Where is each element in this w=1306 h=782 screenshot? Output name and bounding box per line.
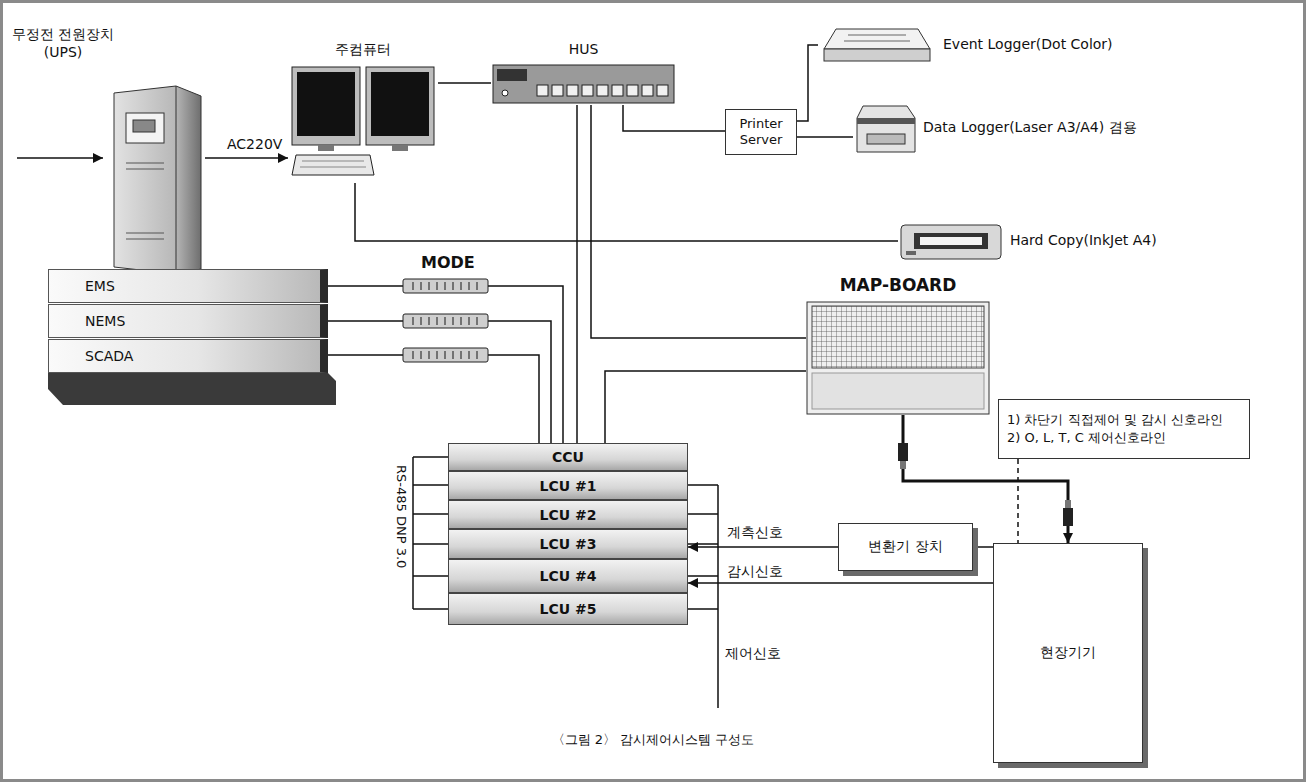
node-label: LCU #4 xyxy=(540,568,597,584)
diagram-node: MAP-BOARD xyxy=(806,275,990,415)
diagram-node: LCU #2 xyxy=(448,500,688,529)
connector-line xyxy=(605,371,806,443)
diagram-node: 현장기기 xyxy=(993,543,1143,763)
connector-line xyxy=(328,286,563,443)
diagram-node: 1) 차단기 직접제어 및 감시 신호라인2) O, L, T, C 제어신호라… xyxy=(998,399,1250,459)
edge-label: 계측신호 xyxy=(725,524,785,542)
diagram-node: HUS xyxy=(491,41,676,105)
diagram-node: 주컴퓨터 xyxy=(288,41,438,183)
connector-line xyxy=(688,546,838,548)
node-label: 2) O, L, T, C 제어신호라인 xyxy=(1007,429,1241,447)
diagram-node: Data Logger(Laser A3/A4) 겸용 xyxy=(853,99,1193,159)
node-label: Data Logger(Laser A3/A4) 겸용 xyxy=(923,119,1137,137)
edge-label: 감시신호 xyxy=(725,563,785,581)
node-label: CCU xyxy=(552,449,584,465)
diagram-node: NEMS xyxy=(48,304,328,338)
node-label: 무정전 전원장치 (UPS) xyxy=(5,25,121,61)
diagram-node: LCU #3 xyxy=(448,529,688,559)
mimic-board xyxy=(806,301,990,415)
node-label: NEMS xyxy=(85,313,125,329)
connector-line xyxy=(1017,459,1019,543)
diagram-node: Printer Server xyxy=(725,109,797,155)
connector-line xyxy=(797,136,853,138)
node-label: SCADA xyxy=(85,348,133,364)
connector-line xyxy=(797,45,818,121)
diagram-node: EMS xyxy=(48,269,328,303)
diagram-node: LCU #1 xyxy=(448,471,688,500)
node-label: LCU #5 xyxy=(540,601,597,617)
node-label: Hard Copy(InkJet A4) xyxy=(1010,232,1157,248)
diagram-node: LCU #5 xyxy=(448,593,688,625)
node-label: Printer Server xyxy=(728,116,794,147)
connector-line xyxy=(688,582,993,584)
connector-line xyxy=(205,157,288,159)
connector-line xyxy=(576,105,578,443)
diagram-node: LCU #4 xyxy=(448,559,688,593)
modem-symbols xyxy=(403,279,488,362)
connector-line xyxy=(591,105,806,338)
power-input-arrow xyxy=(17,157,103,159)
connector-line xyxy=(355,183,898,241)
ups-cabinet xyxy=(106,83,204,277)
node-label: LCU #1 xyxy=(540,478,597,494)
signal-label: 제어신호 xyxy=(725,645,781,663)
network-hub xyxy=(491,61,676,105)
connector-line xyxy=(328,321,551,443)
node-label: HUS xyxy=(491,41,676,57)
band-shadow xyxy=(48,373,336,405)
node-label: Event Logger(Dot Color) xyxy=(943,36,1113,52)
node-label: MAP-BOARD xyxy=(806,275,990,295)
signal-bus-bracket xyxy=(688,485,718,708)
diagram-node: 무정전 전원장치 (UPS) xyxy=(5,25,205,277)
node-label: EMS xyxy=(85,278,115,294)
inkjet-printer xyxy=(898,219,1004,263)
node-label: 현장기기 xyxy=(1040,644,1096,662)
node-label: 변환기 장치 xyxy=(868,538,942,556)
node-label: LCU #3 xyxy=(540,536,597,552)
connector-line xyxy=(438,82,491,84)
node-label: 1) 차단기 직접제어 및 감시 신호라인 xyxy=(1007,411,1241,429)
laser-printer xyxy=(853,102,919,156)
diagram-node: Hard Copy(InkJet A4) xyxy=(898,215,1188,267)
signal-label: MODE xyxy=(421,253,475,272)
rs485-bus-bracket xyxy=(413,457,448,609)
connector-line xyxy=(328,355,539,443)
computer-workstation xyxy=(288,63,438,183)
node-label: LCU #2 xyxy=(540,507,597,523)
diagram-node: Event Logger(Dot Color) xyxy=(818,21,1148,69)
diagram-node: CCU xyxy=(448,443,688,471)
edge-label: AC220V xyxy=(225,136,284,152)
diagram-node: SCADA xyxy=(48,339,328,373)
signal-label: RS-485 DNP 3.0 xyxy=(394,465,409,568)
connector-line xyxy=(973,546,993,548)
node-label: 주컴퓨터 xyxy=(288,41,438,59)
connector-line xyxy=(623,105,725,131)
diagram-node: 변환기 장치 xyxy=(838,523,973,571)
dot-printer xyxy=(818,25,933,65)
